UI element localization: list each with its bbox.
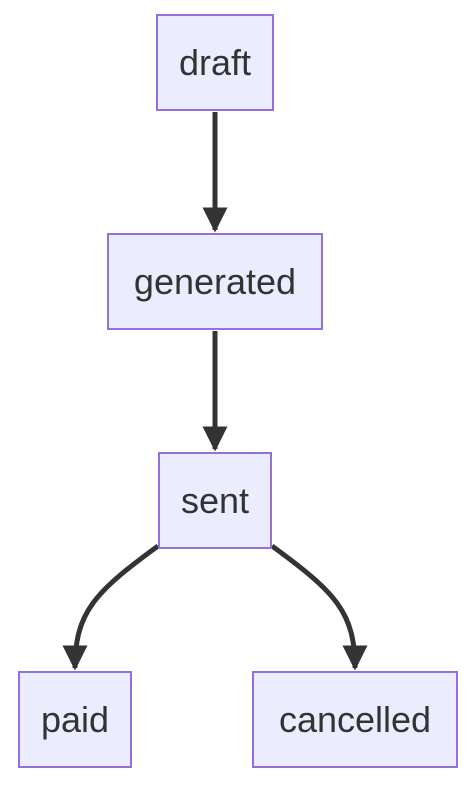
node-sent-label: sent (180, 479, 250, 521)
edge-sent-to-cancelled (270, 543, 368, 671)
node-draft: draft (156, 14, 274, 111)
node-generated: generated (107, 233, 323, 330)
node-paid-label: paid (40, 698, 110, 740)
edge-sent-to-paid (62, 543, 160, 671)
node-generated-label: generated (133, 260, 297, 302)
node-paid: paid (18, 671, 132, 768)
node-sent: sent (158, 452, 272, 549)
node-cancelled: cancelled (252, 671, 458, 768)
node-cancelled-label: cancelled (278, 698, 432, 740)
node-draft-label: draft (178, 41, 252, 83)
